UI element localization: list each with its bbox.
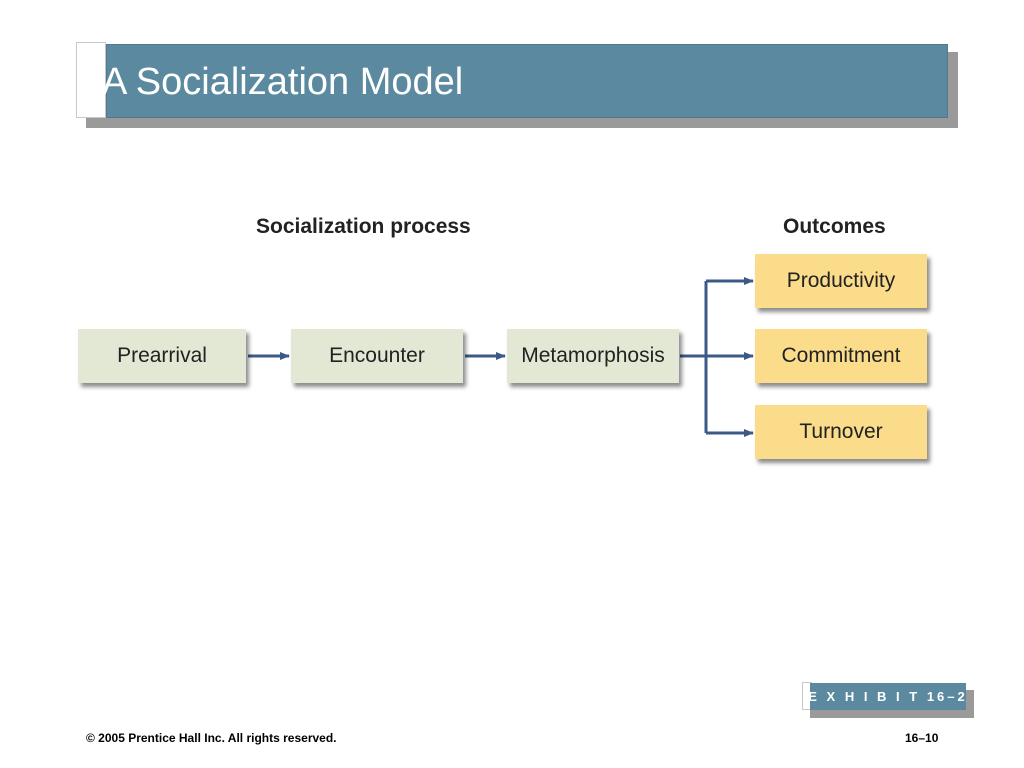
process-box-encounter: Encounter: [291, 329, 463, 383]
copyright-notice: © 2005 Prentice Hall Inc. All rights res…: [86, 731, 337, 745]
process-box-metamorphosis: Metamorphosis: [507, 329, 679, 383]
title-accent-block: [76, 42, 106, 118]
outcome-box-productivity: Productivity: [755, 254, 927, 308]
process-heading: Socialization process: [256, 215, 471, 238]
outcome-box-turnover: Turnover: [755, 405, 927, 459]
slide-title: A Socialization Model: [102, 61, 464, 103]
outcome-box-commitment: Commitment: [755, 329, 927, 383]
exhibit-text: E X H I B I T 16–2: [808, 683, 966, 710]
title-banner: [76, 42, 960, 130]
process-box-prearrival: Prearrival: [78, 329, 246, 383]
title-bar: [106, 44, 948, 118]
exhibit-label: E X H I B I T 16–2: [802, 682, 974, 722]
outcomes-heading: Outcomes: [783, 215, 886, 238]
page-number: 16–10: [905, 731, 939, 745]
